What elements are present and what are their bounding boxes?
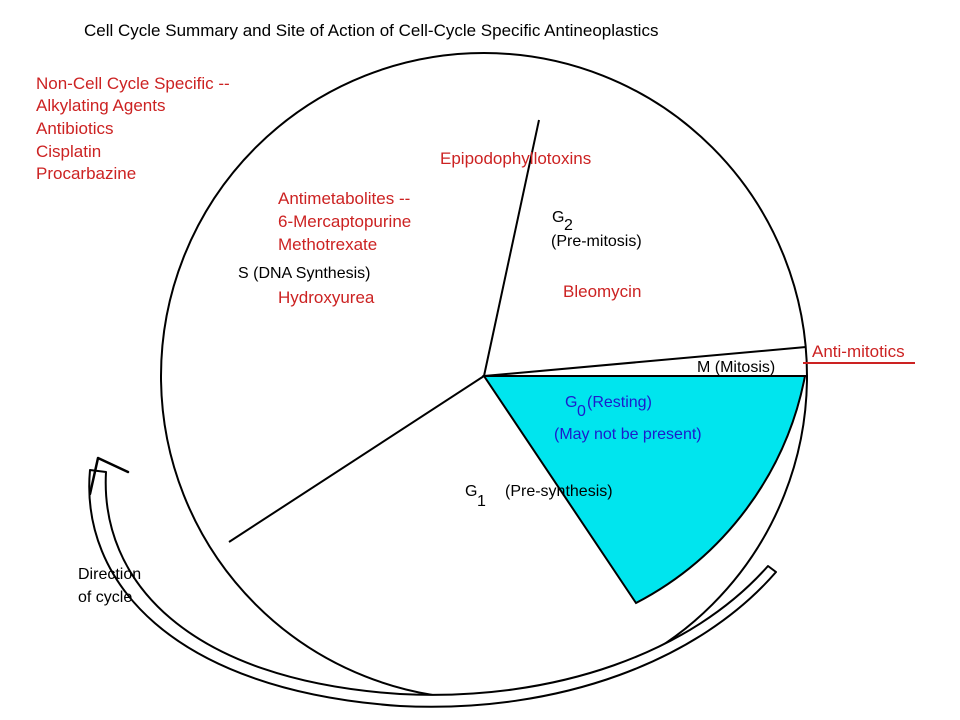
direction-arrowhead-icon — [88, 456, 130, 496]
non-cell-cycle-item: Antibiotics — [36, 119, 113, 138]
g1-subscript: 1 — [477, 493, 486, 510]
g1-letter: G — [465, 483, 477, 500]
divider-s-g2 — [483, 119, 540, 377]
page-title: Cell Cycle Summary and Site of Action of… — [84, 21, 658, 40]
g2-drug-epipodophyllotoxins: Epipodophyllotoxins — [440, 149, 591, 168]
m-drug-anti-mitotics: Anti-mitotics — [812, 342, 905, 361]
non-cell-cycle-item: Cisplatin — [36, 142, 101, 161]
s-drug-hydroxyurea: Hydroxyurea — [278, 288, 375, 307]
g2-phase-label: G 2 — [552, 209, 573, 234]
s-phase-drugs: Antimetabolites -- 6-Mercaptopurine Meth… — [278, 189, 411, 307]
g1-description: (Pre-synthesis) — [505, 483, 613, 500]
g2-drug-bleomycin: Bleomycin — [563, 282, 641, 301]
g0-phase-label: G 0 (Resting) (May not be present) — [554, 394, 702, 443]
g2-description: (Pre-mitosis) — [551, 233, 642, 250]
g0-wedge — [482, 375, 807, 605]
non-cell-cycle-item: Procarbazine — [36, 164, 136, 183]
s-phase-label: S (DNA Synthesis) — [238, 265, 370, 282]
divider-g1-s — [228, 375, 485, 543]
non-cell-cycle-list: Non-Cell Cycle Specific -- Alkylating Ag… — [36, 74, 230, 183]
antimetabolites-heading: Antimetabolites -- — [278, 189, 410, 208]
g0-subscript: 0 — [577, 403, 586, 420]
non-cell-cycle-item: Alkylating Agents — [36, 96, 165, 115]
g0-note: (May not be present) — [554, 426, 702, 443]
direction-label-line2: of cycle — [78, 589, 132, 606]
g2-letter: G — [552, 209, 564, 226]
g1-phase-label: G 1 (Pre-synthesis) — [465, 483, 613, 510]
s-drug: Methotrexate — [278, 235, 377, 254]
m-phase-label: M (Mitosis) — [697, 359, 775, 376]
g2-subscript: 2 — [564, 217, 573, 234]
non-cell-cycle-heading: Non-Cell Cycle Specific -- — [36, 74, 230, 93]
g0-resting: (Resting) — [587, 394, 652, 411]
divider-g2-m — [483, 346, 807, 377]
g0-letter: G — [565, 394, 577, 411]
direction-label-line1: Direction — [78, 566, 141, 583]
s-drug: 6-Mercaptopurine — [278, 212, 411, 231]
direction-arrow — [88, 469, 777, 708]
